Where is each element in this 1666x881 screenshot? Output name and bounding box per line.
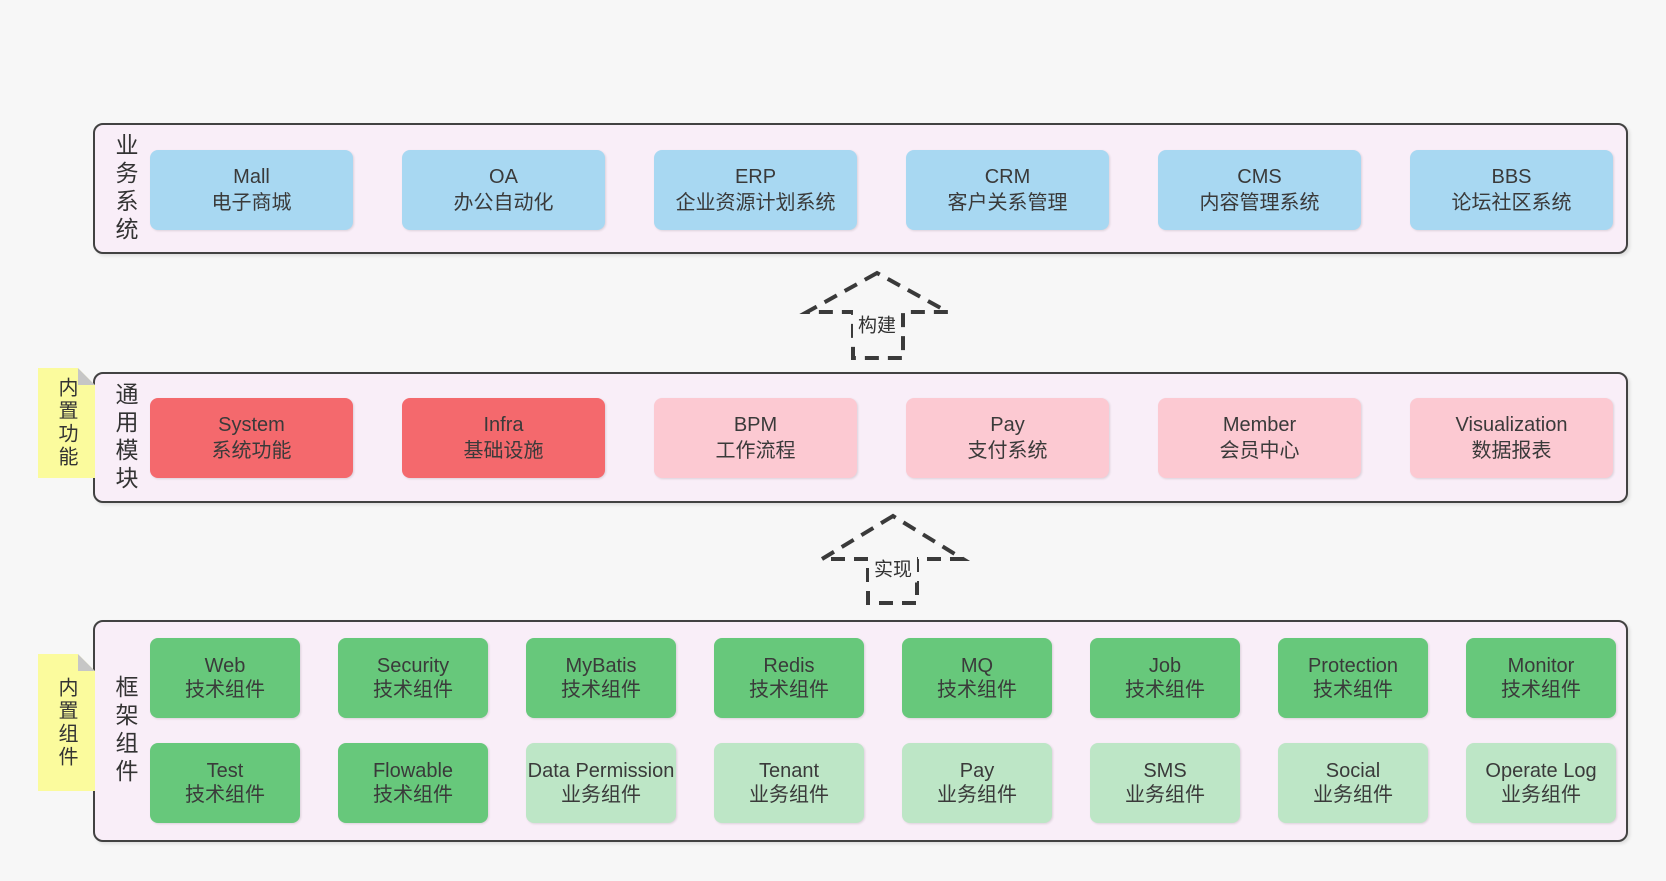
box-web: Web 技术组件 bbox=[150, 638, 300, 718]
box-infra-title: Infra bbox=[483, 414, 524, 436]
box-mybatis-subtitle: 技术组件 bbox=[561, 679, 641, 701]
box-bpm: BPM 工作流程 bbox=[654, 398, 857, 478]
box-erp-title: ERP bbox=[734, 166, 777, 188]
box-infra: Infra 基础设施 bbox=[402, 398, 605, 478]
box-job-subtitle: 技术组件 bbox=[1125, 679, 1205, 701]
band-common-modules: 通用模块 System 系统功能 Infra 基础设施 BPM 工作流程 Pay… bbox=[93, 372, 1628, 503]
box-monitor-subtitle: 技术组件 bbox=[1501, 679, 1581, 701]
box-data-permission-subtitle: 业务组件 bbox=[561, 784, 641, 806]
sticky-note-builtin-components-label: 内置组件 bbox=[55, 676, 77, 769]
box-sms-title: SMS bbox=[1143, 760, 1187, 782]
box-pay-biz-subtitle: 业务组件 bbox=[937, 784, 1017, 806]
box-security-title: Security bbox=[376, 655, 450, 677]
box-pay-biz-title: Pay bbox=[959, 760, 995, 782]
box-security: Security 技术组件 bbox=[338, 638, 488, 718]
box-bbs-subtitle: 论坛社区系统 bbox=[1451, 192, 1572, 214]
box-visualization: Visualization 数据报表 bbox=[1410, 398, 1613, 478]
box-sms: SMS 业务组件 bbox=[1090, 743, 1240, 823]
box-security-subtitle: 技术组件 bbox=[373, 679, 453, 701]
box-oa-subtitle: 办公自动化 bbox=[453, 192, 554, 214]
box-visualization-subtitle: 数据报表 bbox=[1471, 440, 1552, 462]
box-protection: Protection 技术组件 bbox=[1278, 638, 1428, 718]
box-crm-subtitle: 客户关系管理 bbox=[947, 192, 1068, 214]
box-data-permission-title: Data Permission bbox=[527, 760, 675, 782]
box-member: Member 会员中心 bbox=[1158, 398, 1361, 478]
box-bpm-subtitle: 工作流程 bbox=[715, 440, 796, 462]
box-protection-subtitle: 技术组件 bbox=[1313, 679, 1393, 701]
box-monitor: Monitor 技术组件 bbox=[1466, 638, 1616, 718]
box-operate-log-title: Operate Log bbox=[1485, 760, 1597, 782]
box-pay-title: Pay bbox=[990, 414, 1025, 436]
box-visualization-title: Visualization bbox=[1455, 414, 1568, 436]
box-mq-title: MQ bbox=[960, 655, 994, 677]
box-social-title: Social bbox=[1325, 760, 1381, 782]
box-tenant-title: Tenant bbox=[758, 760, 820, 782]
box-test-subtitle: 技术组件 bbox=[185, 784, 265, 806]
band-business-systems: 业务系统 Mall 电子商城 OA 办公自动化 ERP 企业资源计划系统 CRM… bbox=[93, 123, 1628, 254]
box-erp: ERP 企业资源计划系统 bbox=[654, 150, 857, 230]
box-tenant-subtitle: 业务组件 bbox=[749, 784, 829, 806]
box-monitor-title: Monitor bbox=[1507, 655, 1575, 677]
box-crm: CRM 客户关系管理 bbox=[906, 150, 1109, 230]
box-system-subtitle: 系统功能 bbox=[211, 440, 292, 462]
box-system-title: System bbox=[218, 414, 285, 436]
box-flowable: Flowable 技术组件 bbox=[338, 743, 488, 823]
sticky-note-builtin-features-label: 内置功能 bbox=[55, 377, 77, 469]
box-crm-title: CRM bbox=[984, 166, 1031, 188]
box-mall-title: Mall bbox=[233, 166, 270, 188]
box-web-subtitle: 技术组件 bbox=[185, 679, 265, 701]
box-job: Job 技术组件 bbox=[1090, 638, 1240, 718]
box-bpm-title: BPM bbox=[733, 414, 778, 436]
box-mall-subtitle: 电子商城 bbox=[211, 192, 292, 214]
box-sms-subtitle: 业务组件 bbox=[1125, 784, 1205, 806]
box-redis-subtitle: 技术组件 bbox=[749, 679, 829, 701]
box-flowable-subtitle: 技术组件 bbox=[373, 784, 453, 806]
box-tenant: Tenant 业务组件 bbox=[714, 743, 864, 823]
box-bbs-title: BBS bbox=[1491, 166, 1532, 188]
arrow-build bbox=[799, 270, 949, 360]
box-flowable-title: Flowable bbox=[372, 760, 454, 782]
box-pay-biz: Pay 业务组件 bbox=[902, 743, 1052, 823]
arrow-implement bbox=[814, 513, 971, 605]
arrow-implement-label: 实现 bbox=[868, 553, 918, 583]
box-member-title: Member bbox=[1222, 414, 1297, 436]
band-business-label: 业务系统 bbox=[112, 132, 138, 245]
box-infra-subtitle: 基础设施 bbox=[463, 440, 544, 462]
band-framework-components: 框架组件 Web 技术组件 Security 技术组件 MyBatis 技术组件… bbox=[93, 620, 1628, 842]
box-mq: MQ 技术组件 bbox=[902, 638, 1052, 718]
box-erp-subtitle: 企业资源计划系统 bbox=[675, 192, 836, 214]
box-redis: Redis 技术组件 bbox=[714, 638, 864, 718]
box-oa: OA 办公自动化 bbox=[402, 150, 605, 230]
box-mybatis: MyBatis 技术组件 bbox=[526, 638, 676, 718]
box-web-title: Web bbox=[204, 655, 246, 677]
box-job-title: Job bbox=[1148, 655, 1182, 677]
sticky-note-builtin-features: 内置功能 bbox=[38, 368, 95, 478]
box-test-title: Test bbox=[206, 760, 244, 782]
box-mall: Mall 电子商城 bbox=[150, 150, 353, 230]
box-member-subtitle: 会员中心 bbox=[1219, 440, 1300, 462]
box-cms: CMS 内容管理系统 bbox=[1158, 150, 1361, 230]
box-test: Test 技术组件 bbox=[150, 743, 300, 823]
arrow-build-label: 构建 bbox=[852, 309, 902, 339]
box-bbs: BBS 论坛社区系统 bbox=[1410, 150, 1613, 230]
box-operate-log: Operate Log 业务组件 bbox=[1466, 743, 1616, 823]
box-system: System 系统功能 bbox=[150, 398, 353, 478]
band-modules-label: 通用模块 bbox=[112, 381, 138, 494]
box-mybatis-title: MyBatis bbox=[565, 655, 637, 677]
box-cms-subtitle: 内容管理系统 bbox=[1199, 192, 1320, 214]
box-mq-subtitle: 技术组件 bbox=[937, 679, 1017, 701]
box-social-subtitle: 业务组件 bbox=[1313, 784, 1393, 806]
box-oa-title: OA bbox=[489, 166, 518, 188]
box-redis-title: Redis bbox=[763, 655, 815, 677]
box-pay: Pay 支付系统 bbox=[906, 398, 1109, 478]
box-cms-title: CMS bbox=[1237, 166, 1282, 188]
box-pay-subtitle: 支付系统 bbox=[967, 440, 1048, 462]
sticky-note-builtin-components: 内置组件 bbox=[38, 654, 95, 791]
box-protection-title: Protection bbox=[1307, 655, 1399, 677]
box-data-permission: Data Permission 业务组件 bbox=[526, 743, 676, 823]
band-framework-label: 框架组件 bbox=[112, 675, 138, 787]
box-social: Social 业务组件 bbox=[1278, 743, 1428, 823]
box-operate-log-subtitle: 业务组件 bbox=[1501, 784, 1581, 806]
